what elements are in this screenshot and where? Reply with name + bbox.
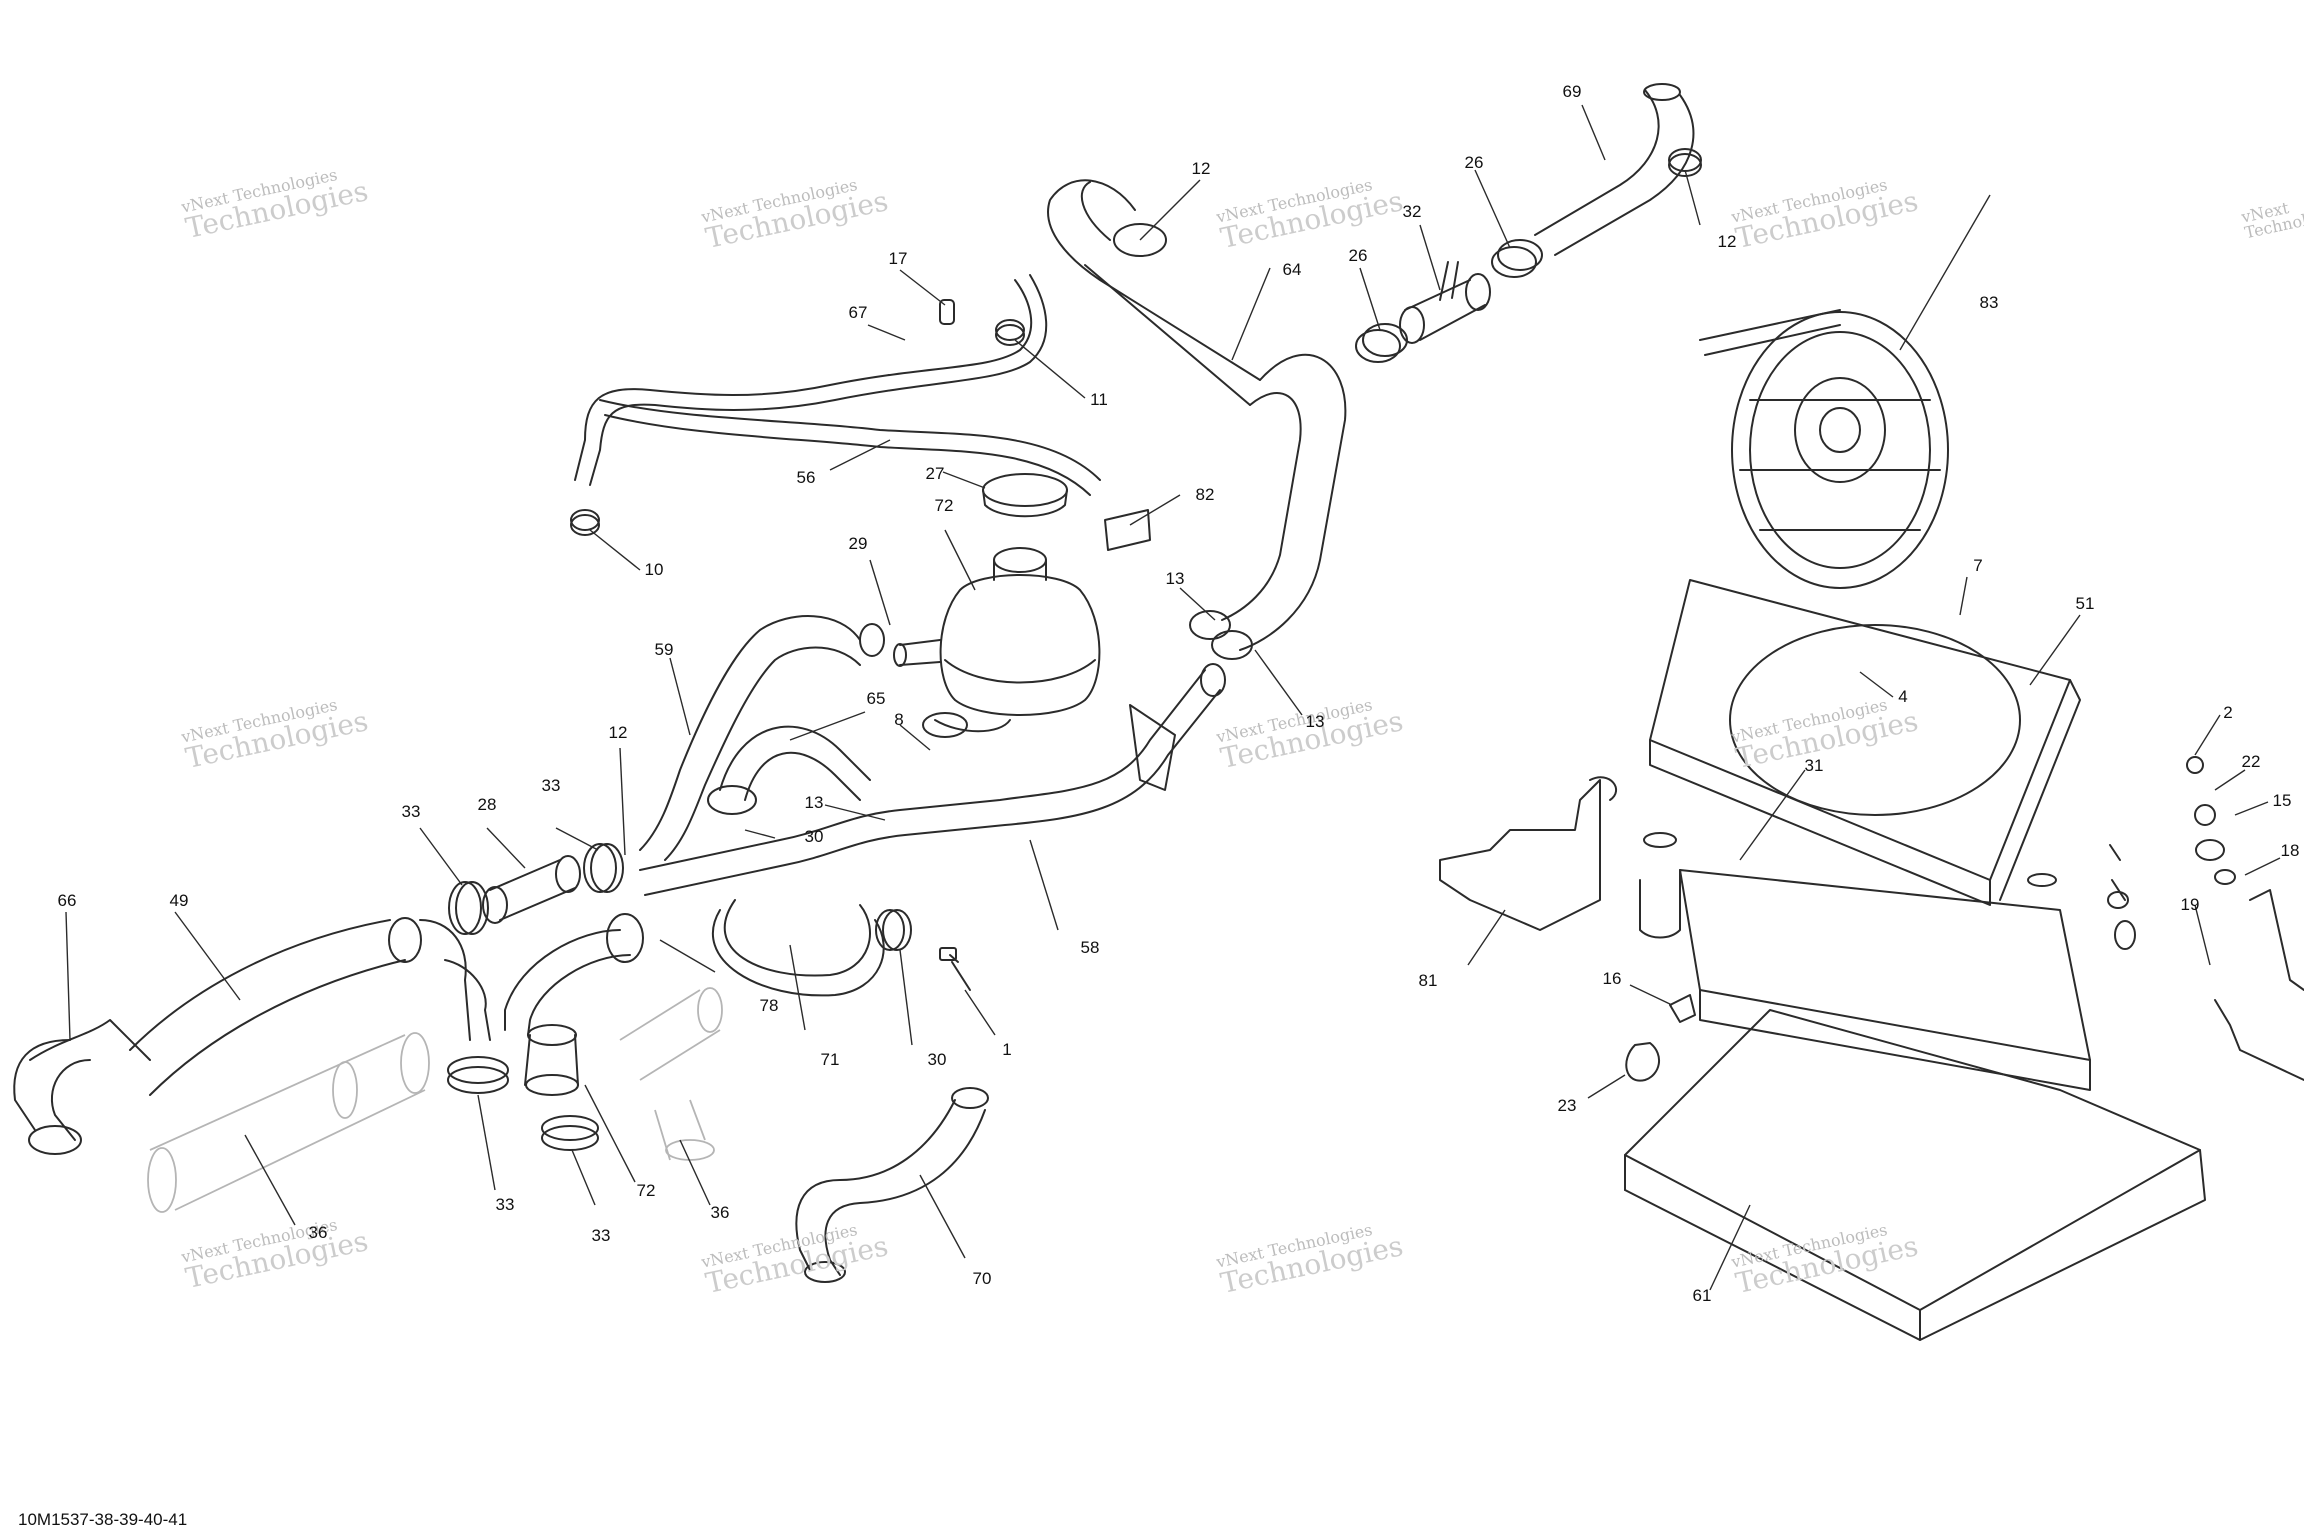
clamp-23	[1625, 1042, 1660, 1082]
callout-30: 30	[804, 827, 824, 846]
callout-70: 70	[972, 1269, 992, 1288]
hose-56	[599, 399, 1101, 496]
clamps-13-right	[1189, 610, 1253, 660]
sleeve-36-left	[147, 1032, 430, 1213]
callout-78: 78	[759, 996, 779, 1015]
callout-81: 81	[1418, 971, 1438, 990]
callout-13: 13	[804, 793, 824, 812]
clip-16	[1669, 994, 1696, 1023]
callout-31: 31	[1804, 756, 1824, 775]
callout-10: 10	[644, 560, 664, 579]
callout-26: 26	[1464, 153, 1484, 172]
callout-19: 19	[2180, 895, 2200, 914]
callout-15: 15	[2272, 791, 2292, 810]
callout-64: 64	[1282, 260, 1302, 279]
callout-49: 49	[169, 891, 189, 910]
callout-12: 12	[1717, 232, 1737, 251]
callout-72: 72	[934, 496, 954, 515]
callout-36: 36	[308, 1223, 328, 1242]
callout-12: 12	[608, 723, 628, 742]
hose-59	[639, 615, 885, 861]
ghost-parts	[147, 987, 723, 1213]
callout-32: 32	[1402, 202, 1422, 221]
callout-16: 16	[1602, 969, 1622, 988]
callout-66: 66	[57, 891, 77, 910]
fan-83	[1699, 309, 1949, 589]
callout-65: 65	[866, 689, 886, 708]
callout-7: 7	[1973, 556, 1983, 575]
callout-22: 22	[2241, 752, 2261, 771]
hose-70	[795, 1087, 989, 1283]
callout-13: 13	[1165, 569, 1185, 588]
callout-1: 1	[1002, 1040, 1012, 1059]
callout-59: 59	[654, 640, 674, 659]
coolant-reservoir	[893, 547, 1101, 738]
callout-33: 33	[541, 776, 561, 795]
clamp-10	[570, 509, 600, 536]
callout-33: 33	[401, 802, 421, 821]
leader-lines	[65, 104, 2281, 1291]
hose-64	[1047, 179, 1261, 406]
callout-11: 11	[1090, 390, 1108, 409]
clamp-30	[875, 909, 912, 951]
label-82	[1104, 509, 1151, 551]
hose-63	[1221, 353, 1347, 651]
coupler-28	[482, 855, 581, 924]
callout-61: 61	[1692, 1286, 1712, 1305]
callout-82: 82	[1195, 485, 1215, 504]
callout-2: 2	[2223, 703, 2233, 722]
callout-72: 72	[636, 1181, 656, 1200]
mount-bracket-right	[2107, 756, 2304, 1081]
sleeve-36-right	[619, 987, 723, 1161]
skid-plate-61	[1624, 1009, 2206, 1341]
callout-58: 58	[1080, 938, 1100, 957]
callout-28: 28	[477, 795, 497, 814]
hose-67	[574, 274, 1048, 486]
bracket-81	[1439, 776, 1617, 931]
callout-33: 33	[495, 1195, 515, 1214]
coupler-32	[1399, 261, 1491, 344]
clamp-26-upper	[1491, 239, 1543, 278]
clamp-33-b	[583, 843, 624, 893]
callout-83: 83	[1979, 293, 1999, 312]
pipe-58	[639, 663, 1226, 896]
callout-8: 8	[894, 710, 904, 729]
callout-17: 17	[888, 249, 908, 268]
elbow-72	[524, 1024, 579, 1096]
callout-4: 4	[1898, 687, 1908, 706]
cap-27	[982, 473, 1068, 518]
callout-26: 26	[1348, 246, 1368, 265]
callout-29: 29	[848, 534, 868, 553]
callout-71: 71	[820, 1050, 840, 1069]
hose-65	[707, 725, 871, 815]
clamp-11	[995, 319, 1025, 346]
document-code: 10M1537-38-39-40-41	[18, 1510, 188, 1529]
callout-27: 27	[925, 464, 945, 483]
bolt-1	[939, 947, 971, 991]
callout-18: 18	[2280, 841, 2300, 860]
hose-78	[504, 913, 644, 1036]
clamp-26-lower	[1355, 323, 1408, 363]
clamp-33-d	[541, 1115, 599, 1151]
callout-30: 30	[927, 1050, 947, 1069]
callout-69: 69	[1562, 82, 1582, 101]
clamp-33-a	[448, 881, 489, 935]
radiator-31	[1639, 832, 2091, 1091]
callout-36: 36	[710, 1203, 730, 1222]
callout-56: 56	[796, 468, 816, 487]
shroud-51	[1649, 579, 2081, 906]
callout-33: 33	[591, 1226, 611, 1245]
callout-51: 51	[2075, 594, 2095, 613]
clamp-17	[939, 299, 955, 325]
callout-13: 13	[1305, 712, 1325, 731]
callout-67: 67	[848, 303, 868, 322]
hose-49	[129, 917, 491, 1096]
clamp-33-c	[447, 1056, 509, 1094]
hose-71	[712, 899, 885, 997]
hose-66	[13, 1019, 151, 1155]
callout-12: 12	[1191, 159, 1211, 178]
callout-23: 23	[1557, 1096, 1577, 1115]
